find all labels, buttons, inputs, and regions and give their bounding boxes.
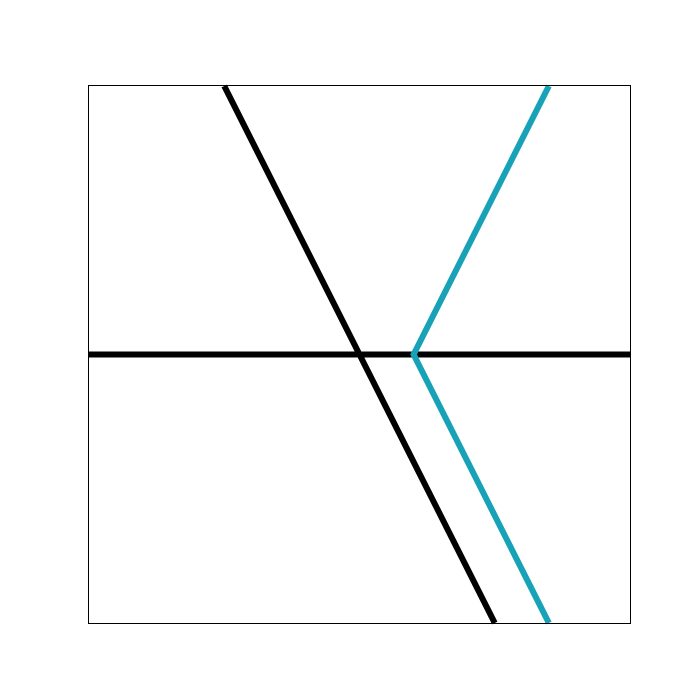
- axes-frame: [88, 85, 631, 624]
- series-layer: [89, 84, 630, 625]
- series-line-3: [410, 84, 552, 625]
- series-line-2: [221, 84, 498, 625]
